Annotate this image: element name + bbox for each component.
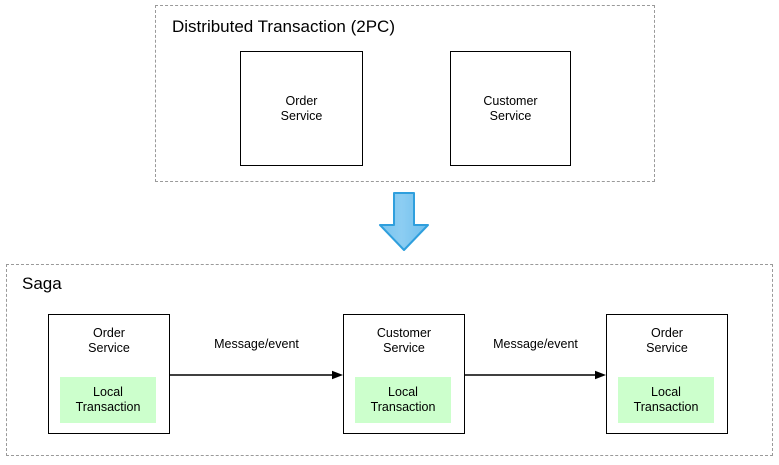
service-box-label: Customer Service [483, 93, 538, 123]
connector-label-message-event-2: Message/event [493, 337, 578, 351]
distributed-transaction-group [155, 5, 655, 182]
connector-message-event-2 [465, 368, 606, 382]
connector-message-event-1 [170, 368, 343, 382]
service-box-customer-service-2pc[interactable]: Customer Service [450, 51, 571, 166]
saga-service-box-order-service-2[interactable]: Order Service Local Transaction [606, 314, 728, 434]
down-arrow-icon [378, 192, 430, 252]
connector-label-message-event-1: Message/event [214, 337, 299, 351]
service-box-label: Customer Service [376, 326, 432, 355]
service-box-order-service-2pc[interactable]: Order Service [240, 51, 363, 166]
service-box-label: Order Service [88, 326, 130, 355]
local-transaction-chip: Local Transaction [355, 377, 451, 423]
service-box-label: Order Service [280, 93, 323, 123]
saga-group-title: Saga [22, 274, 62, 293]
distributed-transaction-group-title: Distributed Transaction (2PC) [172, 17, 395, 36]
service-box-label: Order Service [646, 326, 688, 355]
local-transaction-chip: Local Transaction [60, 377, 156, 423]
saga-service-box-order-service-1[interactable]: Order Service Local Transaction [48, 314, 170, 434]
local-transaction-chip: Local Transaction [618, 377, 714, 423]
saga-group [6, 264, 773, 456]
saga-service-box-customer-service[interactable]: Customer Service Local Transaction [343, 314, 465, 434]
